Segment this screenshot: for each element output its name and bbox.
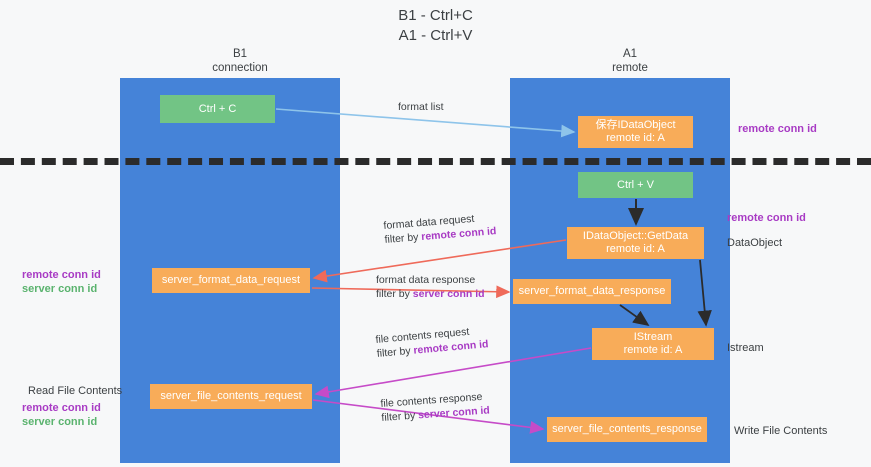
node-server-file-contents-response[interactable]: server_file_contents_response xyxy=(547,417,707,442)
filter-prefix: filter by xyxy=(381,409,419,424)
annotation-left-remote-conn-id-2: remote conn id xyxy=(22,402,101,414)
annotation-left-conn-ids: remote conn id server conn id xyxy=(22,268,101,296)
lane-header-a1-name: A1 xyxy=(622,48,638,60)
node-data-object-sub: remote id: A xyxy=(606,132,665,144)
title-line-2: A1 - Ctrl+V xyxy=(398,27,473,44)
lane-header-b1-sub: connection xyxy=(212,62,268,74)
filter-prefix: filter by xyxy=(376,288,413,300)
edge-label-format-data-response-filter: filter by server conn id xyxy=(376,287,485,301)
node-getdata-label: IDataObject::GetData xyxy=(582,230,689,242)
node-ctrl-v[interactable]: Ctrl + V xyxy=(578,172,693,198)
edge-label-format-data-response: format data response filter by server co… xyxy=(376,273,485,301)
node-server-format-data-response[interactable]: server_format_data_response xyxy=(513,279,671,304)
filter-key-server-conn-id: server conn id xyxy=(417,404,491,422)
annotation-left-server-conn-id: server conn id xyxy=(22,283,98,295)
node-ctrl-v-label: Ctrl + V xyxy=(617,178,654,191)
edge-label-format-data-response-text: format data response xyxy=(376,274,476,286)
node-server-file-contents-request-label: server_file_contents_request xyxy=(160,390,302,402)
edge-label-file-contents-response: file contents response filter by server … xyxy=(380,389,490,425)
page-title: B1 - Ctrl+C A1 - Ctrl+V xyxy=(0,6,871,46)
node-getdata[interactable]: IDataObject::GetData remote id: A xyxy=(567,227,704,259)
edge-label-file-contents-request: file contents request filter by remote c… xyxy=(375,323,489,361)
lane-header-b1-name: B1 xyxy=(232,48,248,60)
node-data-object-label: 保存IDataObject xyxy=(595,119,676,131)
node-ctrl-c-label: Ctrl + C xyxy=(198,102,237,115)
node-istream[interactable]: IStream remote id: A xyxy=(592,328,714,360)
phase-divider xyxy=(0,158,871,165)
edge-label-format-list-text: format list xyxy=(398,101,444,113)
annotation-left-server-conn-id-2: server conn id xyxy=(22,416,98,428)
annotation-write-file-contents: Write File Contents xyxy=(734,425,828,437)
node-getdata-sub: remote id: A xyxy=(606,243,665,255)
annotation-right-remote-conn-id-mid: remote conn id xyxy=(727,212,806,224)
annotation-left-remote-conn-id: remote conn id xyxy=(22,269,101,281)
filter-prefix: filter by xyxy=(384,231,422,246)
annotation-istream: Istream xyxy=(727,342,764,354)
edge-label-format-list: format list xyxy=(398,100,444,114)
filter-prefix: filter by xyxy=(376,344,414,360)
lane-header-a1: A1 remote xyxy=(540,47,720,75)
lane-header-a1-sub: remote xyxy=(612,62,648,74)
edge-label-format-data-request: format data request filter by remote con… xyxy=(383,210,497,247)
node-server-format-data-request[interactable]: server_format_data_request xyxy=(152,268,310,293)
annotation-dataobject: DataObject xyxy=(727,237,783,249)
annotation-left-conn-ids-2: remote conn id server conn id xyxy=(22,401,101,429)
node-ctrl-c[interactable]: Ctrl + C xyxy=(160,95,275,123)
annotation-read-file-contents: Read File Contents xyxy=(28,385,123,397)
node-server-file-contents-response-label: server_file_contents_response xyxy=(552,423,702,435)
node-data-object[interactable]: 保存IDataObject remote id: A xyxy=(578,116,693,148)
node-server-format-data-request-label: server_format_data_request xyxy=(161,274,301,286)
node-server-file-contents-request[interactable]: server_file_contents_request xyxy=(150,384,312,409)
filter-key-server-conn-id: server conn id xyxy=(412,288,485,300)
node-server-format-data-response-label: server_format_data_response xyxy=(518,285,666,297)
node-istream-sub: remote id: A xyxy=(623,344,683,356)
node-istream-label: IStream xyxy=(633,331,673,343)
lane-header-b1: B1 connection xyxy=(150,47,330,75)
title-line-1: B1 - Ctrl+C xyxy=(398,7,473,24)
annotation-right-remote-conn-id-top: remote conn id xyxy=(738,123,817,135)
